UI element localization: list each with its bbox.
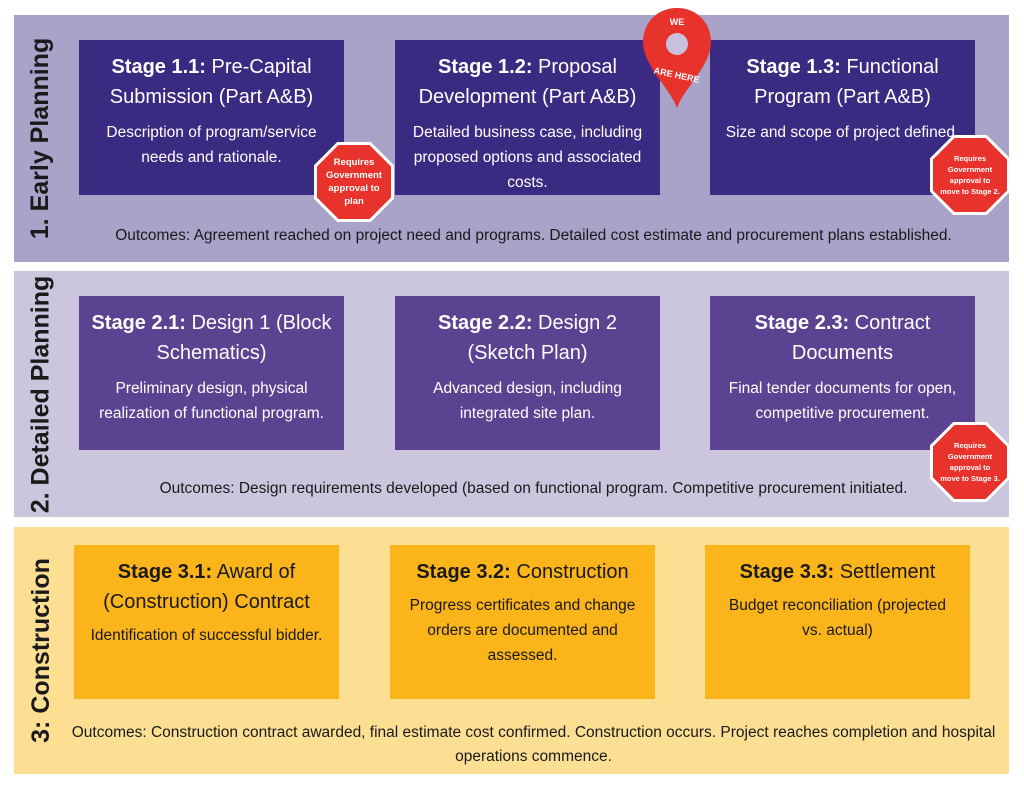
stage-1-2-number: Stage 1.2:: [438, 56, 533, 78]
stage-3-2-description: Progress certificates and change orders …: [409, 597, 636, 664]
stop-sign-text: Requires Government approval to plan: [317, 145, 391, 219]
stage-3-1-number: Stage 3.1:: [117, 561, 213, 583]
stage-2-1-description: Preliminary design, physical realization…: [99, 380, 324, 422]
stop-sign-approval-plan: Requires Government approval to plan: [314, 142, 394, 222]
stage-3-1-card: Stage 3.1: Award of (Construction) Contr…: [74, 545, 339, 699]
stop-sign-approval-stage-2: Requires Government approval to move to …: [930, 135, 1010, 215]
stage-2-1-card: Stage 2.1: Design 1 (Block Schematics) P…: [79, 296, 344, 450]
we-are-here-pin-icon: WE ARE HERE: [643, 8, 711, 108]
stage-3-3-title: Settlement: [839, 561, 936, 583]
stage-2-2-title: Design 2 (Sketch Plan): [467, 312, 617, 364]
construction-label: 3: Construction: [26, 558, 55, 743]
stage-3-1-description: Identification of successful bidder.: [90, 627, 323, 644]
early-planning-label: 1. Early Planning: [26, 37, 55, 240]
stage-2-1-number: Stage 2.1:: [91, 312, 186, 334]
stage-2-2-card: Stage 2.2: Design 2 (Sketch Plan) Advanc…: [395, 296, 660, 450]
detailed-planning-band: 2. Detailed Planning Stage 2.1: Design 1…: [14, 271, 1009, 517]
stage-3-3-card: Stage 3.3: Settlement Budget reconciliat…: [705, 545, 970, 699]
stage-2-1-title: Design 1 (Block Schematics): [156, 312, 332, 364]
stage-3-2-card: Stage 3.2: Construction Progress certifi…: [390, 545, 655, 699]
stage-2-2-number: Stage 2.2:: [438, 312, 533, 334]
stage-3-2-number: Stage 3.2:: [416, 561, 511, 583]
early-planning-outcome: Outcomes: Agreement reached on project n…: [115, 227, 952, 244]
stage-1-3-card: Stage 1.3: Functional Program (Part A&B)…: [710, 40, 975, 195]
stage-3-3-description: Budget reconciliation (projected vs. act…: [728, 597, 947, 639]
pin-text-we: WE: [670, 17, 685, 27]
stage-1-1-title: Pre-Capital Submission (Part A&B): [109, 56, 314, 108]
construction-outcome: Outcomes: Construction contract awarded,…: [71, 724, 996, 765]
stage-1-3-title: Functional Program (Part A&B): [754, 56, 939, 108]
stop-sign-text: Requires Government approval to move to …: [933, 138, 1007, 212]
stage-2-3-number: Stage 2.3:: [754, 312, 850, 334]
stage-1-1-description: Description of program/service needs and…: [106, 124, 317, 166]
stage-1-1-card: Stage 1.1: Pre-Capital Submission (Part …: [79, 40, 344, 195]
construction-band: 3: Construction Stage 3.1: Award of (Con…: [14, 527, 1009, 774]
stage-2-3-title: Contract Documents: [791, 312, 931, 364]
stage-1-2-card: Stage 1.2: Proposal Development (Part A&…: [395, 40, 660, 195]
stage-3-1-title: Award of (Construction) Contract: [103, 561, 310, 613]
stop-sign-text: Requires Government approval to move to …: [933, 425, 1007, 499]
stage-1-2-description: Detailed business case, including propos…: [412, 124, 643, 191]
detailed-planning-outcome: Outcomes: Design requirements developed …: [159, 480, 908, 497]
stage-1-3-number: Stage 1.3:: [746, 56, 841, 78]
stage-2-2-description: Advanced design, including integrated si…: [433, 380, 622, 422]
early-planning-band: 1. Early Planning Stage 1.1: Pre-Capital…: [14, 15, 1009, 262]
stage-1-3-description: Size and scope of project defined.: [725, 124, 960, 141]
detailed-planning-label: 2. Detailed Planning: [26, 275, 55, 513]
stage-1-1-number: Stage 1.1:: [111, 56, 206, 78]
stage-2-3-description: Final tender documents for open, competi…: [728, 380, 957, 422]
stage-1-2-title: Proposal Development (Part A&B): [418, 56, 637, 108]
stage-2-3-card: Stage 2.3: Contract Documents Final tend…: [710, 296, 975, 450]
stop-sign-approval-stage-3: Requires Government approval to move to …: [930, 422, 1010, 502]
stage-3-3-number: Stage 3.3:: [739, 561, 835, 583]
stage-3-2-title: Construction: [516, 561, 629, 583]
